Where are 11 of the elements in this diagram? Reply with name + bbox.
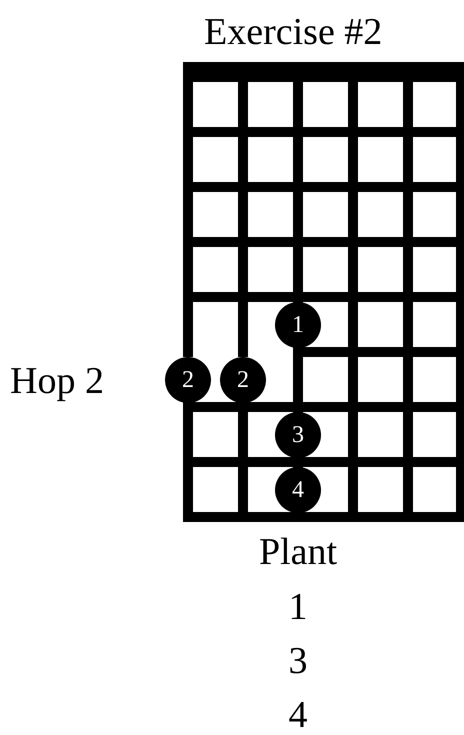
title: Exercise #2 (204, 13, 382, 51)
finger-number: 3 (288, 642, 308, 680)
finger-number: 4 (288, 696, 308, 734)
finger-number: 1 (288, 588, 308, 626)
finger-dot: 3 (275, 412, 321, 458)
finger-dot: 1 (275, 302, 321, 348)
finger-dot: 2 (220, 357, 266, 403)
finger-dot: 2 (165, 357, 211, 403)
hop-label: Hop 2 (10, 362, 104, 400)
finger-dot: 4 (275, 467, 321, 513)
plant-label: Plant (258, 533, 338, 571)
